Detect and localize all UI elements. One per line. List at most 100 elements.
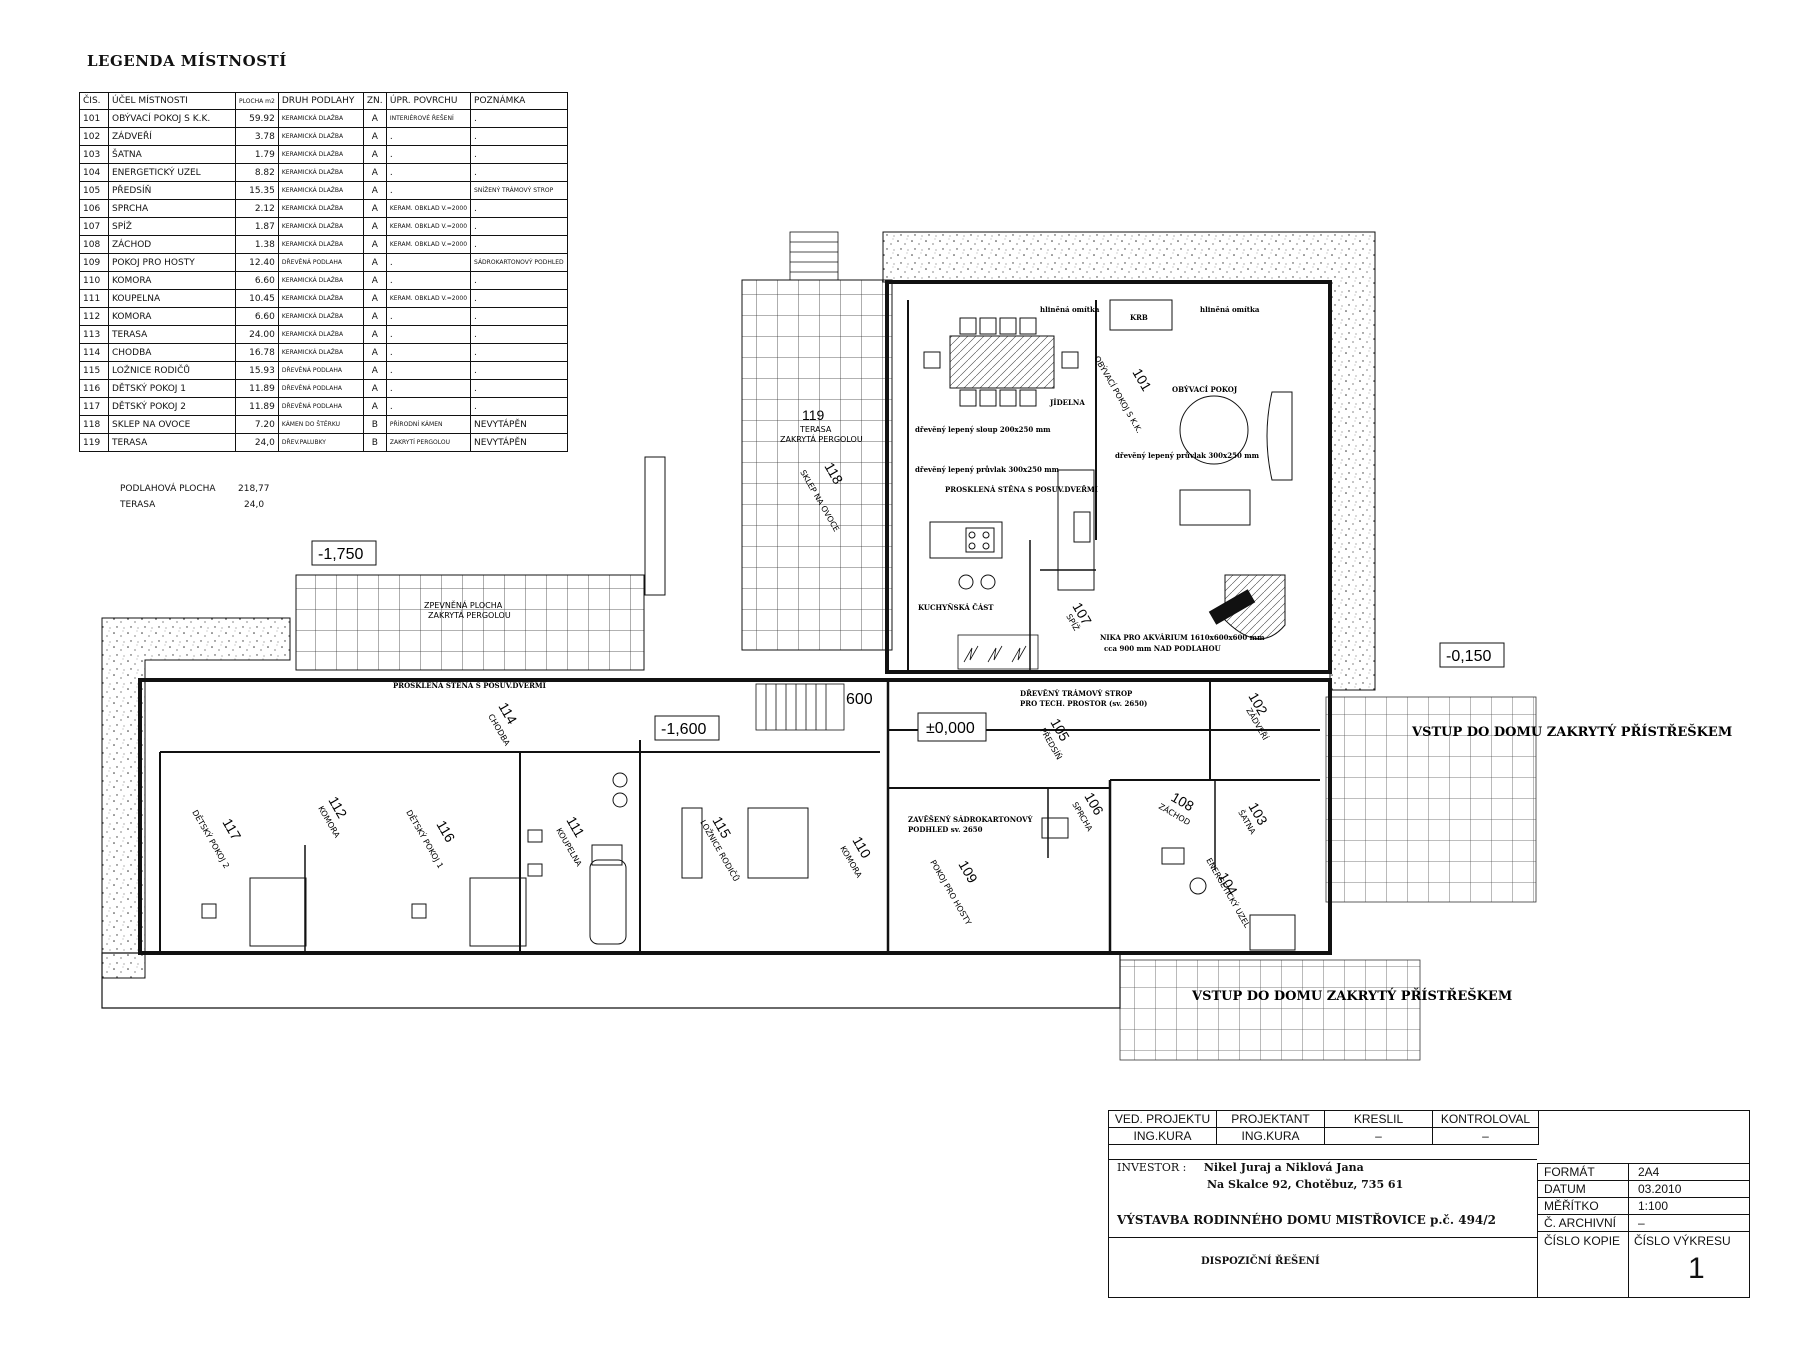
building-walls xyxy=(101,280,1332,1009)
terrain-east xyxy=(882,231,1376,691)
title-block: VED. PROJEKTU PROJEKTANT KRESLIL KONTROL… xyxy=(1108,1110,1750,1298)
role-head-designer: PROJEKTANT xyxy=(1217,1111,1325,1128)
sheet-number: 1 xyxy=(1688,1252,1705,1285)
paved-area-pergola xyxy=(295,574,645,671)
note-paved-area: ZPEVNĚNÁ PLOCHA xyxy=(424,599,503,610)
legend-cell: NEVYTÁPĚN xyxy=(470,433,568,452)
floor-area-value: 218,77 xyxy=(238,484,270,494)
note-fireplace: KRB xyxy=(1130,313,1148,322)
room-117-name: DĚTSKÝ POKOJ 2 xyxy=(190,808,232,870)
investor-address: Na Skalce 92, Chotěbuz, 735 61 xyxy=(1207,1178,1404,1191)
note-suspended-ceiling-2: PODHLED sv. 2650 xyxy=(908,825,983,834)
entrance-canopy-south xyxy=(1119,959,1421,1061)
note-glass-wall-2: PROSKLENÁ STĚNA S POSUV.DVEŘMI xyxy=(393,681,546,690)
copy-number-label: ČÍSLO KOPIE xyxy=(1544,1234,1621,1248)
terrace-area-label: TERASA xyxy=(120,500,156,510)
note-beam-2: dřevěný lepený průvlak 300x250 mm xyxy=(1115,451,1260,460)
sheet-number-label: ČÍSLO VÝKRESU xyxy=(1634,1234,1731,1248)
note-aquarium-2: cca 900 mm NAD PODLAHOU xyxy=(1104,644,1221,653)
terrain-west xyxy=(101,617,291,979)
legend-cell: . xyxy=(385,127,472,146)
note-paved-cover: ZAKRYTÁ PERGOLOU xyxy=(428,609,511,620)
note-dining: JÍDELNA xyxy=(1049,398,1085,407)
room-119-number: 119 xyxy=(802,407,825,423)
room-119-name: TERASA xyxy=(799,425,832,434)
legend-cell: INTERIÉROVÉ ŘEŠENÍ xyxy=(385,109,472,128)
legend-cell: ZAKRYTÍ PERGOLOU xyxy=(385,433,472,452)
room-legend-table: ČIS. ÚČEL MÍSTNOSTI PLOCHA m2 DRUH PODLA… xyxy=(79,92,568,452)
role-head-checked: KONTROLOVAL xyxy=(1433,1111,1539,1128)
level-label-5: 600 xyxy=(846,691,873,708)
stairs-north xyxy=(789,231,839,281)
entrance-label-east: VSTUP DO DOMU ZAKRYTÝ PŘÍSTŘEŠKEM xyxy=(1411,723,1732,740)
plan-notes: KRB hliněná omítka hliněná omítka OBÝVAC… xyxy=(393,305,1265,834)
role-val-lead: ING.KURA xyxy=(1109,1128,1217,1145)
role-head-lead: VED. PROJEKTU xyxy=(1109,1111,1217,1128)
room-116-number: 116 xyxy=(433,818,458,846)
level-label-4: -0,150 xyxy=(1446,648,1491,665)
note-suspended-ceiling-1: ZAVĚŠENÝ SÁDROKARTONOVÝ xyxy=(908,815,1034,824)
room-117-number: 117 xyxy=(219,816,244,844)
drawing-type: DISPOZIČNÍ ŘEŠENÍ xyxy=(1201,1256,1320,1267)
room-104-name: ENERGETICKÝ UZEL xyxy=(1204,856,1253,930)
room-116-name: DĚTSKÝ POKOJ 1 xyxy=(404,808,446,870)
title-block-roles: VED. PROJEKTU PROJEKTANT KRESLIL KONTROL… xyxy=(1109,1111,1539,1145)
investor-label: INVESTOR : xyxy=(1117,1161,1187,1174)
meta-row-archive: Č. ARCHIVNÍ– xyxy=(1538,1215,1750,1232)
stairs-corridor xyxy=(755,683,845,731)
investor-info: INVESTOR : Nikel Juraj a Niklová Jana Na… xyxy=(1117,1161,1403,1195)
note-living-room: OBÝVACÍ POKOJ xyxy=(1172,385,1238,394)
level-markers xyxy=(311,540,1505,742)
entrance-canopy-east xyxy=(1325,696,1537,903)
pergola-terrace-119 xyxy=(741,279,893,651)
floor-area-label: PODLAHOVÁ PLOCHA xyxy=(120,484,216,494)
entrance-label-south: VSTUP DO DOMU ZAKRYTÝ PŘÍSTŘEŠKEM xyxy=(1191,987,1512,1004)
room-furniture xyxy=(201,772,1296,951)
note-column: dřevěný lepený sloup 200x250 mm xyxy=(915,425,1051,434)
room-109-number: 109 xyxy=(955,858,981,886)
dining-table xyxy=(923,317,1079,407)
role-val-checked: – xyxy=(1433,1128,1539,1145)
living-furniture xyxy=(1109,299,1293,640)
room-101-number: 101 xyxy=(1129,366,1155,394)
legend-cell: . xyxy=(470,145,568,164)
ramp-wall xyxy=(644,456,666,596)
investor-name: Nikel Juraj a Niklová Jana xyxy=(1203,1161,1364,1174)
note-beam-ceiling-2: PRO TECH. PROSTOR (sv. 2650) xyxy=(1020,699,1147,708)
legend-cell: TERASA xyxy=(108,433,236,452)
kitchen-island xyxy=(929,469,1095,591)
role-val-designer: ING.KURA xyxy=(1217,1128,1325,1145)
note-kitchen: KUCHYŇSKÁ ČÁST xyxy=(918,603,994,612)
role-val-drawn: – xyxy=(1325,1128,1433,1145)
note-beam-ceiling-1: DŘEVĚNÝ TRÁMOVÝ STROP xyxy=(1020,689,1133,698)
project-title: VÝSTAVBA RODINNÉHO DOMU MISTŘOVICE p.č. … xyxy=(1117,1213,1496,1227)
note-beam-1: dřevěný lepený průvlak 300x250 mm xyxy=(915,465,1060,474)
meter-boxes xyxy=(957,634,1039,670)
role-head-drawn: KRESLIL xyxy=(1325,1111,1433,1128)
room-101-name: OBÝVACÍ POKOJ S K.K. xyxy=(1092,354,1145,435)
level-label-3: ±0,000 xyxy=(926,720,975,737)
note-aquarium-1: NIKA PRO AKVÁRIUM 1610x600x600 mm xyxy=(1100,633,1265,642)
note-clay-plaster-1: hliněná omítka xyxy=(1040,305,1100,314)
terrace-area-value: 24,0 xyxy=(244,500,265,510)
note-glass-wall-1: PROSKLENÁ STĚNA S POSUV.DVEŘMI xyxy=(945,485,1098,494)
level-label-1: -1,750 xyxy=(318,546,363,563)
note-clay-plaster-2: hliněná omítka xyxy=(1200,305,1260,314)
legend-title: LEGENDA MÍSTNOSTÍ xyxy=(87,52,287,70)
